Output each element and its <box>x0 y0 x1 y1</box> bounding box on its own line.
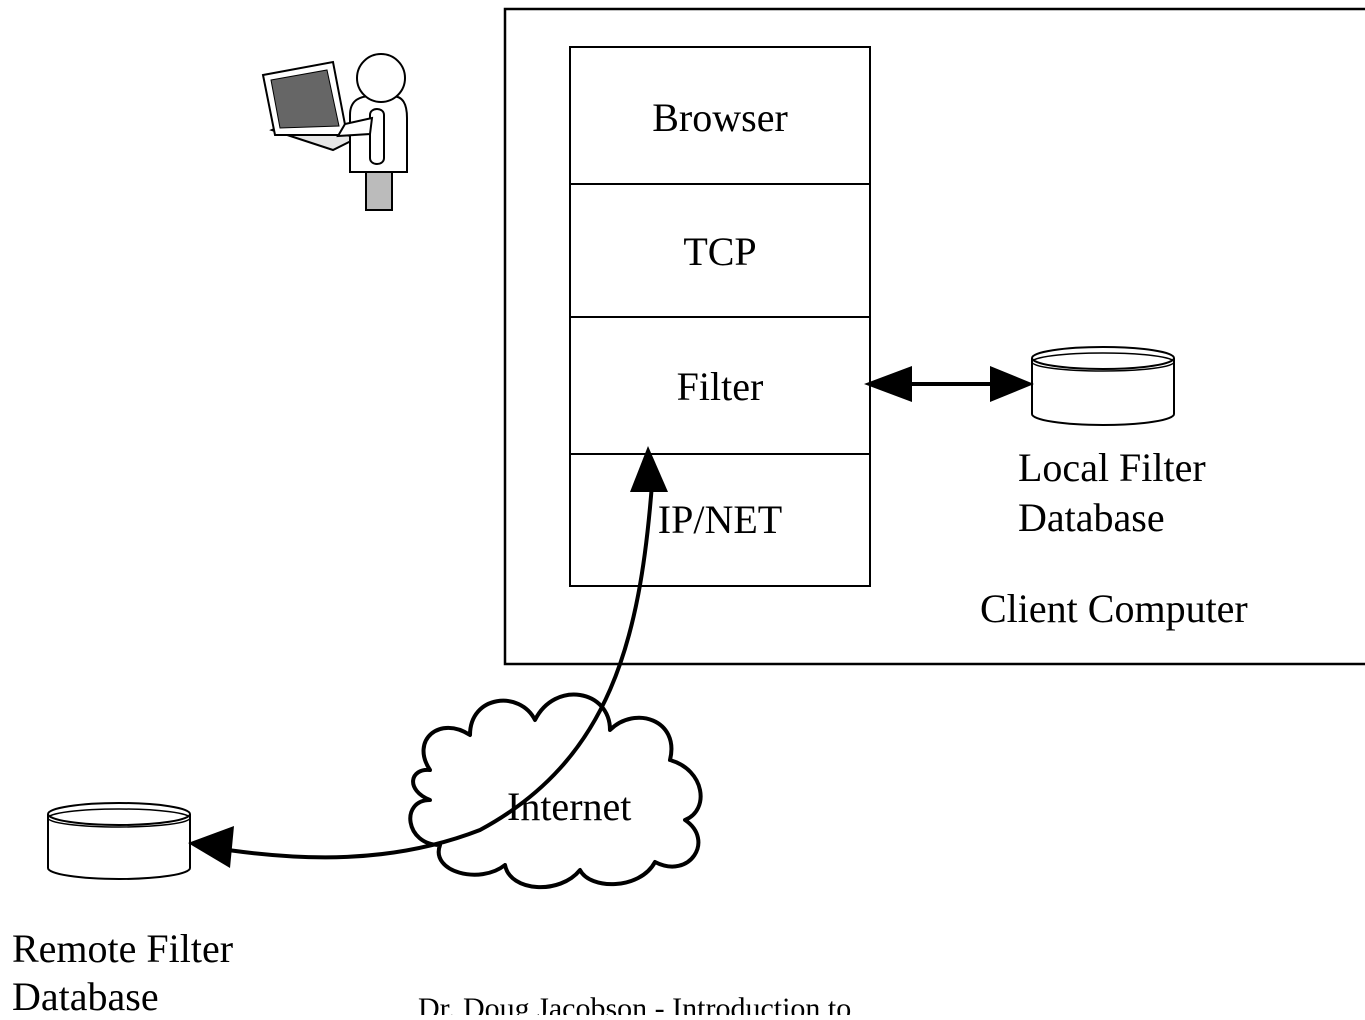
stack-layer-tcp <box>569 183 871 318</box>
client-computer-label: Client Computer <box>980 586 1248 631</box>
internet-label: Internet <box>507 784 631 829</box>
remote-db-label-line2: Database <box>12 974 159 1015</box>
footer-text: Dr. Doug Jacobson - Introduction to <box>418 992 851 1015</box>
filter-local-db-arrow <box>864 366 1034 402</box>
remote-db-label-line1: Remote Filter <box>12 926 233 971</box>
protocol-stack: Browser TCP Filter IP/NET <box>569 46 871 587</box>
stack-layer-ipnet <box>569 453 871 587</box>
stack-label-filter: Filter <box>677 364 764 409</box>
stack-label-ipnet: IP/NET <box>658 497 782 542</box>
stack-label-tcp: TCP <box>683 229 756 274</box>
local-db-label-line1: Local Filter <box>1018 445 1206 490</box>
remote-database-icon <box>47 802 191 880</box>
local-db-label-line2: Database <box>1018 495 1165 540</box>
client-computer-box <box>503 7 1365 666</box>
ipnet-remote-db-arrow <box>188 446 668 868</box>
stack-label-browser: Browser <box>652 95 788 140</box>
local-database-icon <box>1031 346 1175 426</box>
user-at-laptop-icon <box>261 53 408 211</box>
